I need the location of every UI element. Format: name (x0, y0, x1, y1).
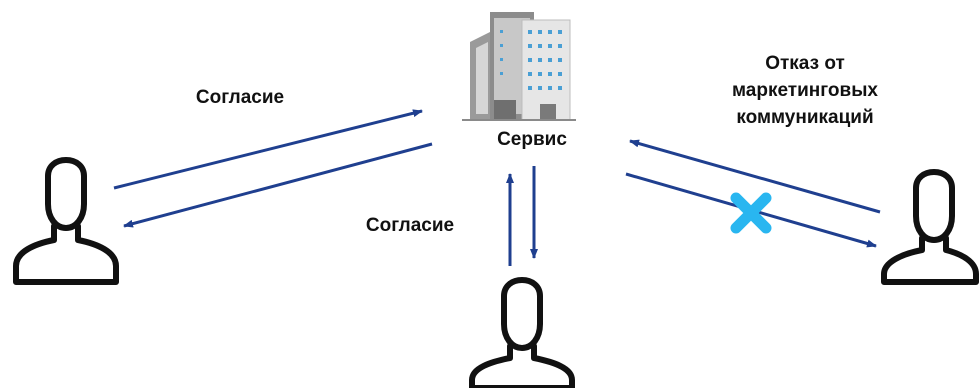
refusal-label-line-1: Отказ от (765, 53, 845, 74)
consent-label-left: Согласие (195, 87, 285, 108)
user-icon (13, 157, 119, 285)
refusal-label-line-2: маркетинговых (731, 80, 878, 101)
cross-icon (730, 192, 772, 234)
arrow-service-to-left (123, 142, 433, 228)
refusal-label-line-3: коммуникаций (736, 107, 874, 128)
arrow-left-to-service (113, 109, 423, 190)
consent-label-center: Согласие (365, 215, 455, 236)
arrow-right-to-service (629, 139, 881, 214)
user-icon (469, 277, 575, 388)
refusal-label: Отказ от маркетинговых коммуникаций (680, 50, 930, 131)
building-icon (462, 12, 576, 121)
user-icon (881, 169, 979, 285)
service-label: Сервис (497, 129, 567, 150)
